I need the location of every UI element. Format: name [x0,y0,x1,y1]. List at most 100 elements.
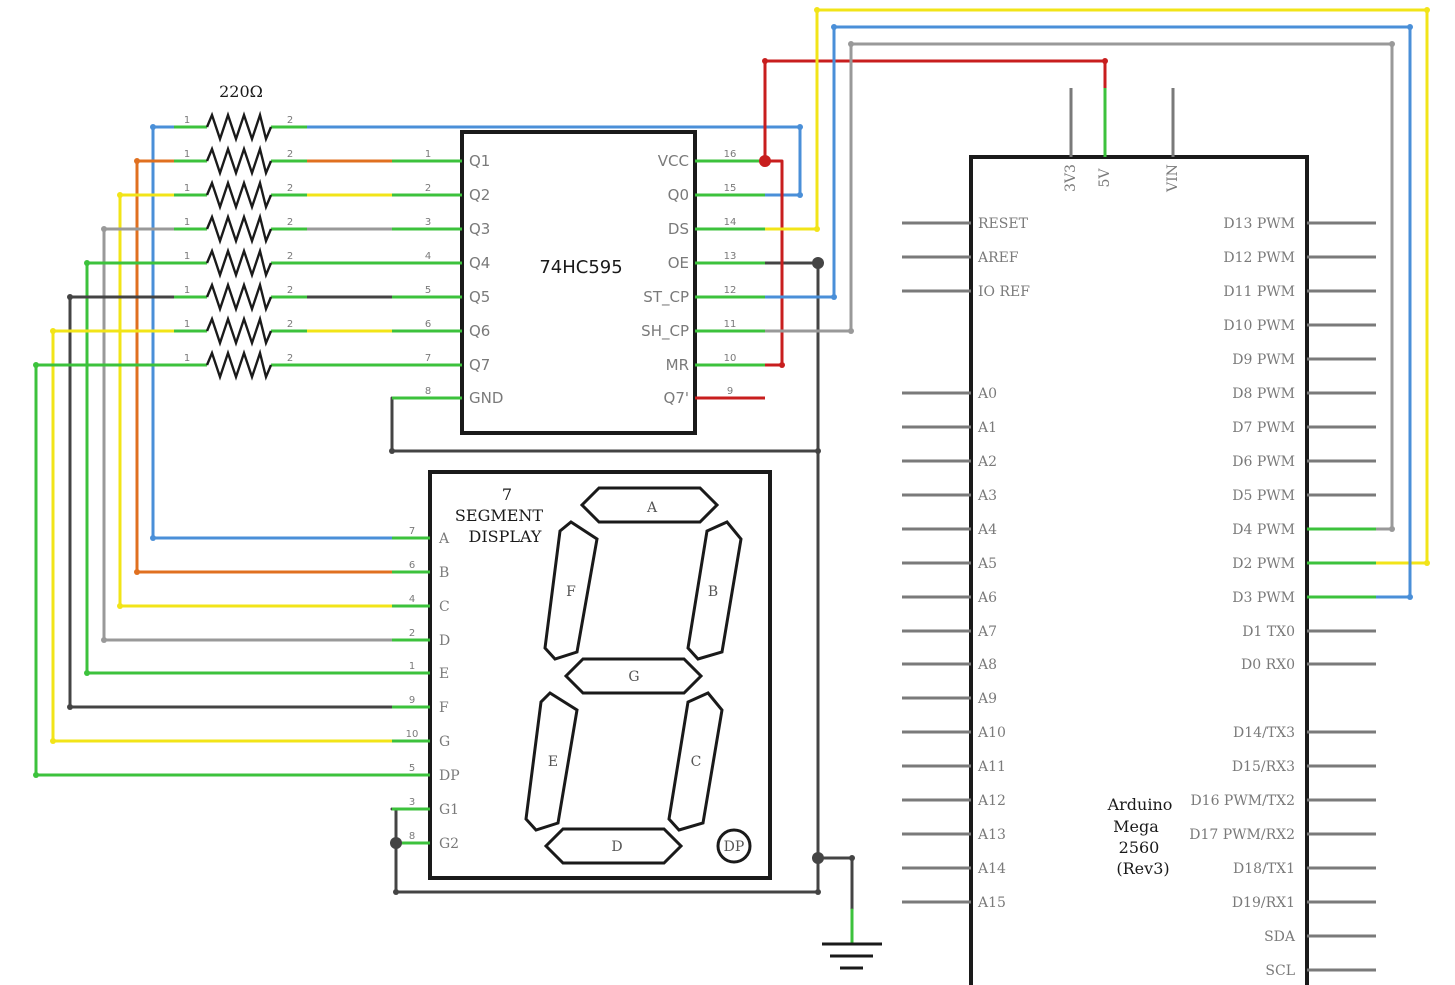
arduino-pin-d18-tx1: D18/TX1 [1233,861,1376,877]
resistor-zigzag [205,314,273,347]
arduino-pin-a12: A12 [902,793,1006,809]
ss-pin-g1-number: 3 [409,797,415,808]
wire-shcp-d4[interactable] [763,42,1394,531]
sr-pin-st-cp-label: ST_CP [643,288,689,307]
wire-seg-e[interactable] [85,261,394,675]
arduino-pin-a4: A4 [902,522,997,538]
sr-pin-q1-label: Q1 [469,152,490,170]
wire-sr-gnd[interactable] [390,396,820,453]
sr-pin-mr-number: 10 [724,353,737,364]
ground-symbol-icon [822,942,882,970]
ss-pin-g-label: G [439,734,450,750]
arduino-pin-5v: 5V [1097,88,1113,188]
wire-5v-vcc[interactable] [763,59,1107,163]
wire-ground-feed[interactable] [816,856,854,912]
segment-c: C [667,691,724,832]
sr-pin-q0-label: Q0 [668,186,689,204]
arduino-pin-label: D18/TX1 [1233,861,1295,877]
sr-pin-q3-number: 3 [425,217,431,228]
wire-end-dot [389,448,395,454]
wire-end-dot [1389,41,1395,47]
sr-pin-q7-number: 7 [425,353,431,364]
resistor-pin2-label: 2 [287,285,293,296]
wire-end-dot [150,535,156,541]
resistor-pin2-label: 2 [287,115,293,126]
arduino-pin-d9-pwm: D9 PWM [1232,352,1376,368]
wire-vcc-mr[interactable] [763,159,784,367]
arduino-pin-d5-pwm: D5 PWM [1232,488,1376,504]
arduino-pin-label: D16 PWM/TX2 [1190,793,1295,809]
wires-layer [34,8,1429,946]
arduino-pin-d12-pwm: D12 PWM [1223,250,1376,266]
arduino-pin-d3-pwm: D3 PWM [1232,590,1376,606]
wire-end-dot [779,362,785,368]
arduino-pin-a7: A7 [902,624,997,640]
sr-pin-oe-number: 13 [724,251,737,262]
sr-pin-ds-label: DS [668,220,689,238]
ss-pin-g2-number: 8 [409,831,415,842]
seven-segment-body [428,470,772,880]
ss-pin-g-number: 10 [406,729,419,740]
segment-a-label: A [646,500,658,516]
arduino-pin-label: D0 RX0 [1241,657,1295,673]
sr-pin-q4-label: Q4 [469,254,490,272]
wire-end-dot [67,704,73,710]
wire-seg-d[interactable] [102,227,394,642]
arduino-pin-a1: A1 [902,420,997,436]
wire-end-dot [831,294,837,300]
wire-end-dot [134,569,140,575]
arduino-pin-d11-pwm: D11 PWM [1223,284,1376,300]
wire-seg-dp[interactable] [34,363,394,777]
seven-segment-title-2: SEGMENT [455,506,543,525]
arduino-pin-label: D12 PWM [1223,250,1295,266]
wire-end-dot [797,192,803,198]
arduino-pin-a8: A8 [902,657,997,673]
wire-end-dot [815,889,821,895]
arduino-pin-label: A7 [977,624,997,640]
wire-stcp-d3[interactable] [763,25,1412,599]
ss-pin-dp-label: DP [439,768,460,784]
arduino-pin-label: D10 PWM [1223,318,1295,334]
arduino-pin-io-ref: IO REF [902,284,1030,300]
arduino-pin-label: IO REF [978,284,1030,300]
wire-end-dot [1424,7,1430,13]
seven-segment-title-1: 7 [502,485,512,504]
sr-pin-q3-label: Q3 [469,220,490,238]
wire-oe-gnd-rail[interactable] [763,261,820,894]
wire-seg-f[interactable] [68,295,394,709]
arduino-pin-label: D9 PWM [1232,352,1295,368]
wire-end-dot [831,24,837,30]
wire-ds-d2[interactable] [763,8,1429,565]
arduino-pin-label: A0 [977,386,997,402]
arduino-pin-label: D4 PWM [1232,522,1295,538]
sr-pin-vcc-label: VCC [658,152,689,170]
arduino-pin-d4-pwm: D4 PWM [1232,522,1376,538]
shift-register-body [460,130,697,435]
arduino-pin-label: D14/TX3 [1233,725,1295,741]
sr-pin-q7-label: Q7' [664,389,689,407]
arduino-pin-d8-pwm: D8 PWM [1232,386,1376,402]
sr-pin-q7-number: 9 [727,386,733,397]
arduino-title-4: (Rev3) [1116,859,1169,878]
wire-end-dot [150,124,156,130]
ss-pin-b-label: B [439,565,449,581]
arduino-pin-label: 5V [1097,168,1113,188]
wire-end-dot [84,670,90,676]
arduino-pin-a6: A6 [902,590,997,606]
junction-common-cathode [390,837,402,849]
segment-b-label: B [708,584,718,600]
sr-pin-q2-label: Q2 [469,186,490,204]
arduino-pin-a3: A3 [902,488,997,504]
wire-seg-c[interactable] [118,193,394,608]
segment-c-label: C [691,754,702,770]
arduino-pin-scl: SCL [1265,963,1376,979]
arduino-pin-d14-tx3: D14/TX3 [1233,725,1376,741]
wire-seg-g[interactable] [51,329,394,743]
ss-pin-g1-label: G1 [439,802,459,818]
